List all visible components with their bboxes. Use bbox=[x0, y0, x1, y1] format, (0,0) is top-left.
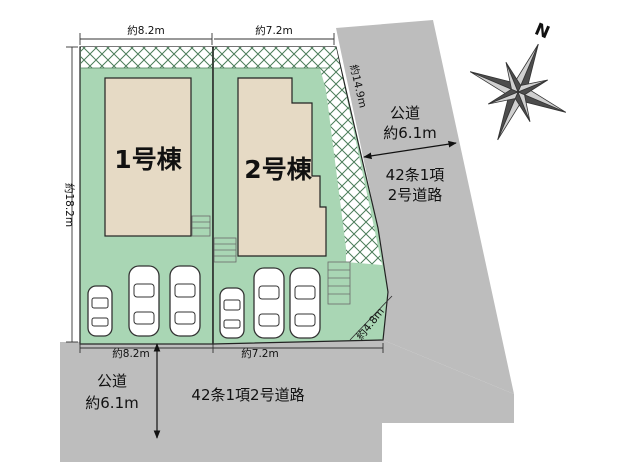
lot-1-hatched-strip bbox=[81, 47, 212, 68]
dim-bottom-lot2: 約7.2m bbox=[241, 347, 278, 360]
dim-line-corner bbox=[349, 295, 393, 341]
car-3 bbox=[169, 265, 201, 337]
stairs bbox=[191, 215, 351, 305]
compass-north-label: N bbox=[531, 19, 552, 43]
dim-top-lot1: 約8.2m bbox=[127, 24, 164, 37]
dim-left: 約18.2m bbox=[63, 183, 76, 227]
building-1-label: 1号棟 bbox=[114, 145, 182, 174]
car-6 bbox=[289, 267, 321, 339]
south-road bbox=[60, 340, 514, 462]
dim-bottom-lot1: 約8.2m bbox=[112, 347, 149, 360]
east-road-width-arrow bbox=[363, 140, 457, 160]
east-road-class-1: 42条1項 bbox=[386, 166, 445, 184]
south-road-name: 公道 bbox=[97, 372, 127, 390]
car-2 bbox=[128, 265, 160, 337]
car-5 bbox=[253, 267, 285, 339]
dim-top-lot2: 約7.2m bbox=[255, 24, 292, 37]
building-1 bbox=[104, 77, 192, 237]
car-4 bbox=[219, 287, 245, 339]
lot-2-hatched-strip bbox=[214, 47, 336, 68]
east-road bbox=[336, 20, 514, 394]
east-road-class-2: 2号道路 bbox=[388, 186, 443, 204]
compass-icon bbox=[469, 43, 567, 141]
building-2 bbox=[237, 77, 327, 257]
south-road-width: 約6.1m bbox=[85, 394, 138, 412]
car-1 bbox=[87, 285, 113, 337]
lot-2-hatched-side bbox=[314, 47, 382, 265]
building-2-label: 2号棟 bbox=[244, 155, 312, 184]
east-road-name: 公道 bbox=[390, 104, 420, 122]
east-road-width: 約6.1m bbox=[383, 124, 436, 142]
south-road-class: 42条1項2号道路 bbox=[191, 386, 304, 404]
